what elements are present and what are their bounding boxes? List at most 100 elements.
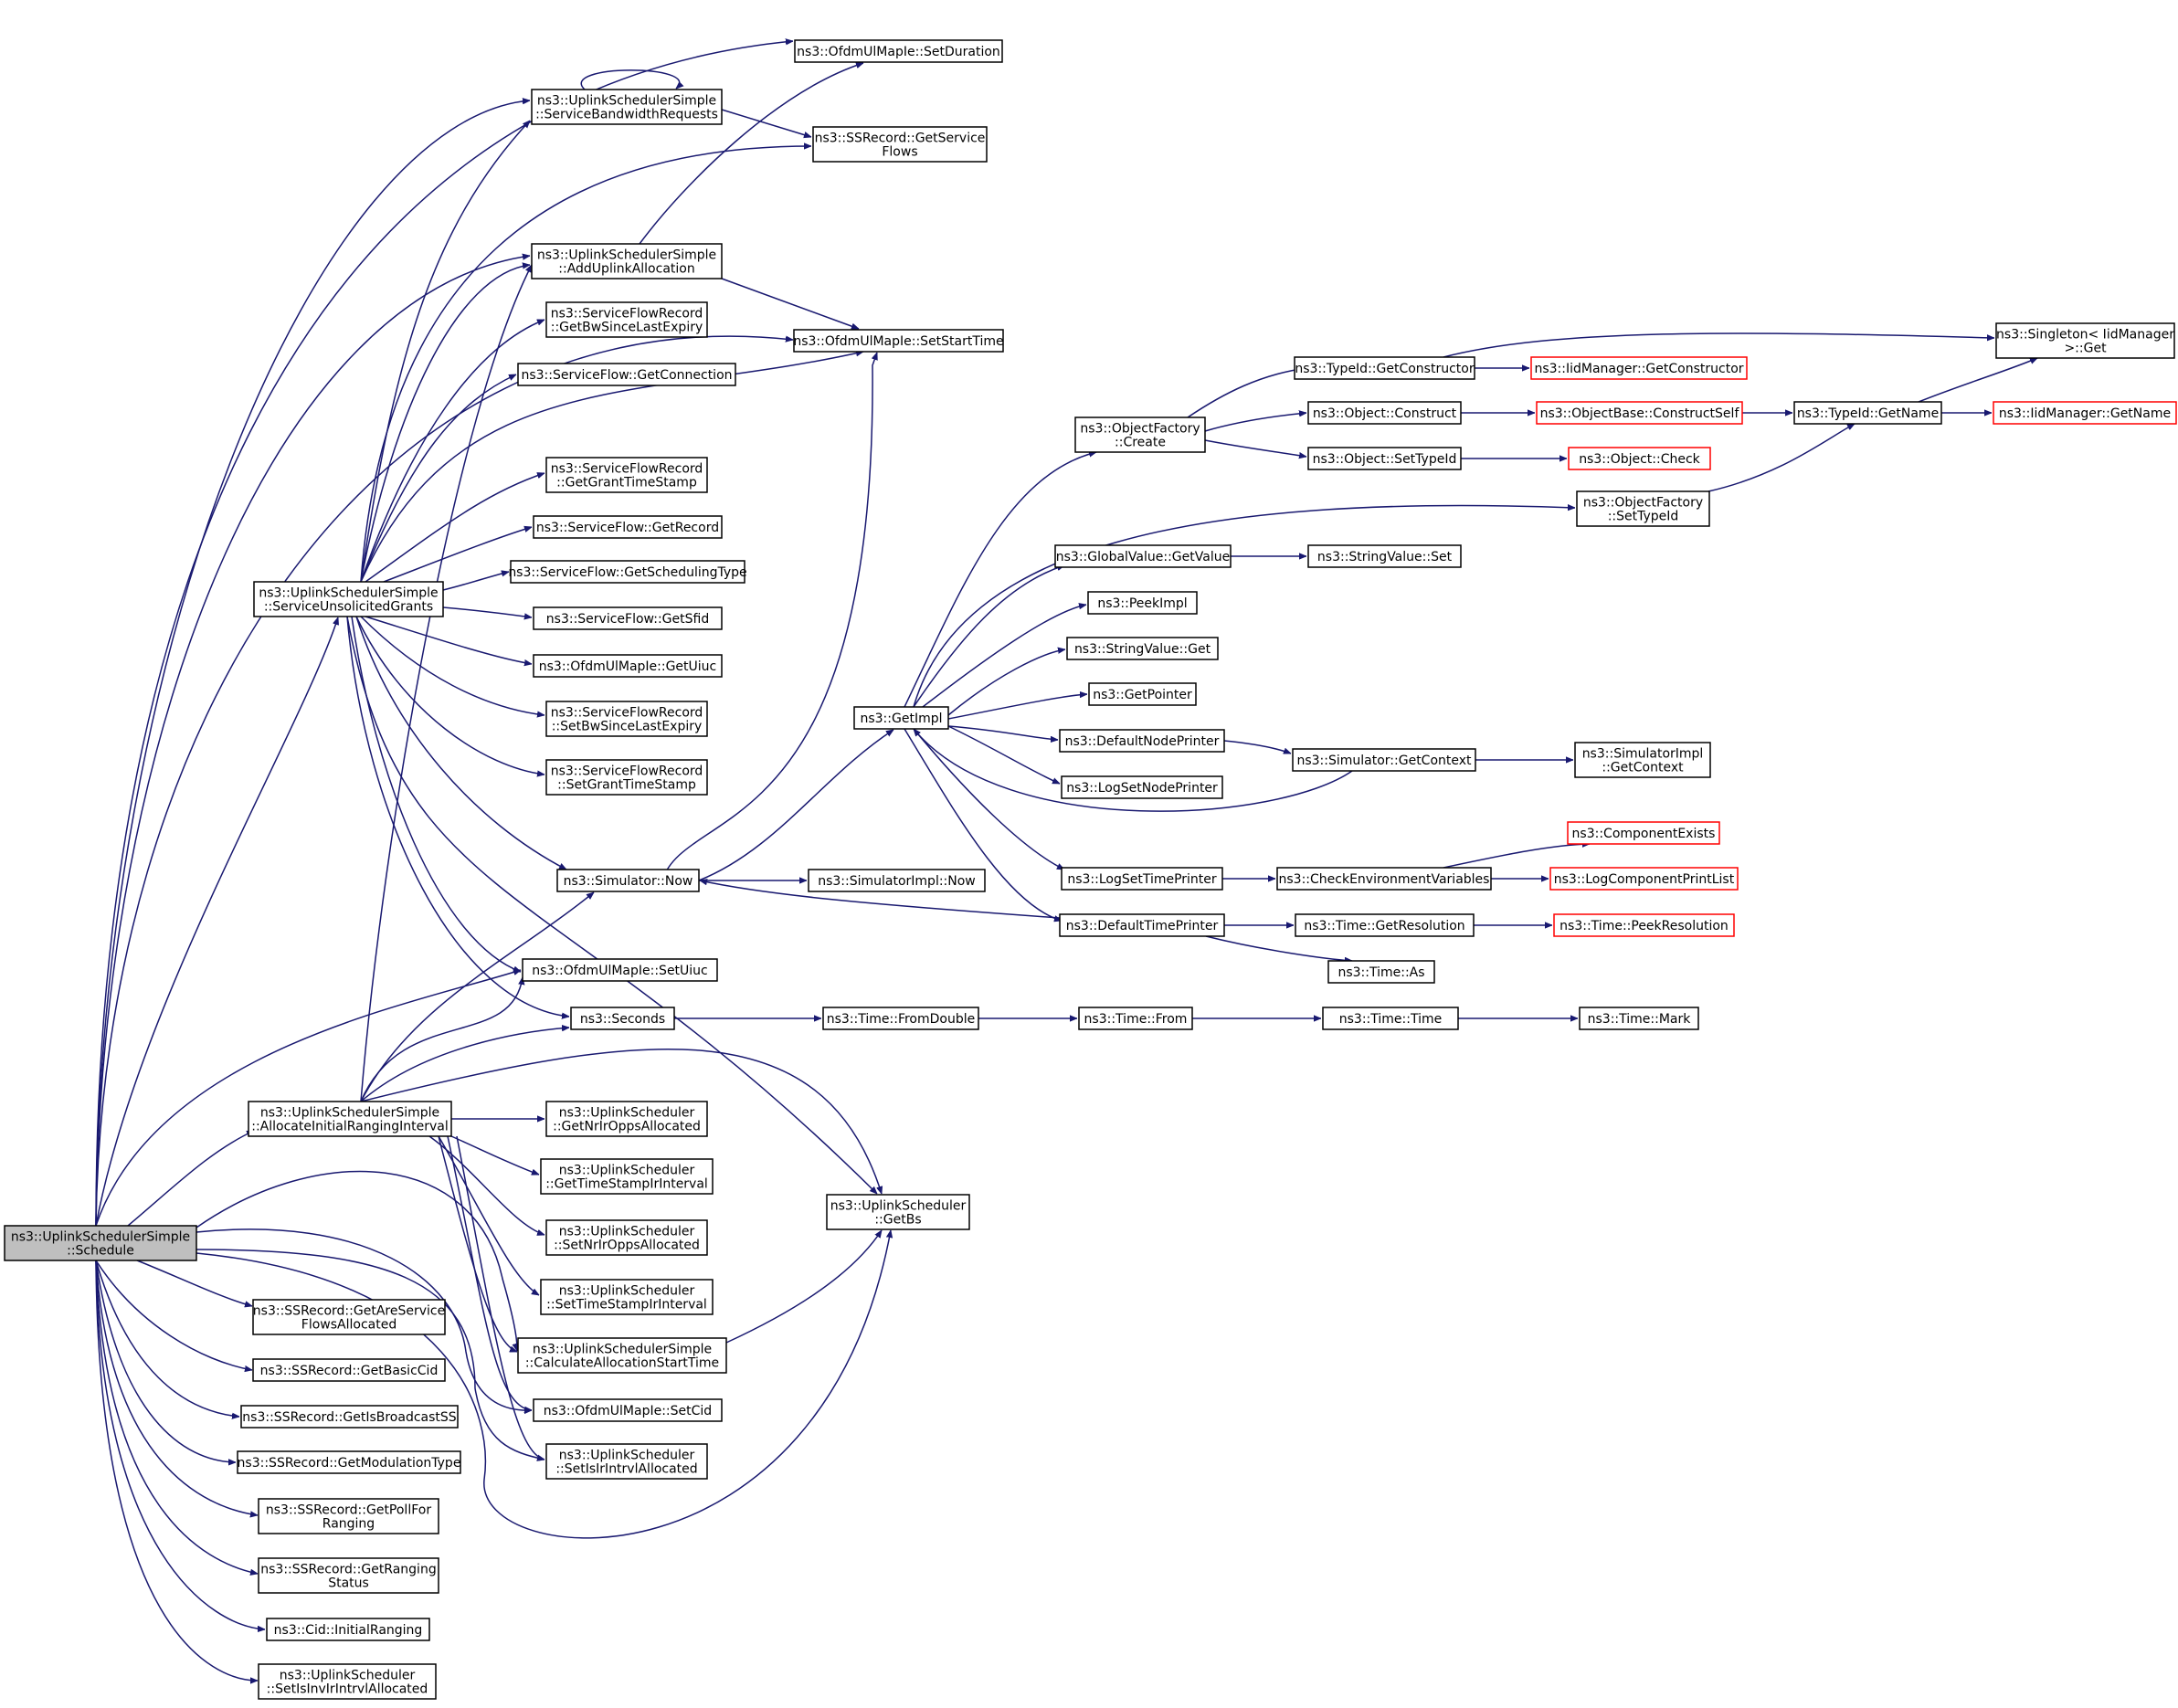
node-timeMark[interactable]: ns3::Time::Mark — [1579, 1007, 1699, 1030]
node-getSchedType[interactable]: ns3::ServiceFlow::GetSchedulingType — [508, 560, 747, 584]
node-setTsIr[interactable]: ns3::UplinkScheduler::SetTimeStampIrInte… — [540, 1279, 714, 1315]
call-edge-to-setGrantTs — [355, 616, 544, 775]
node-typeIdGetCtor[interactable]: ns3::TypeId::GetConstructor — [1294, 356, 1475, 380]
node-getConnection[interactable]: ns3::ServiceFlow::GetConnection — [517, 363, 736, 386]
node-setUiuc[interactable]: ns3::OfdmUlMapIe::SetUiuc — [522, 958, 718, 982]
node-label: ns3::DefaultTimePrinter — [1066, 919, 1219, 933]
node-simGetContext[interactable]: ns3::Simulator::GetContext — [1292, 748, 1476, 772]
node-getRecord[interactable]: ns3::ServiceFlow::GetRecord — [533, 515, 723, 539]
call-edge-to-getServiceFlows — [721, 109, 811, 137]
node-box — [1307, 401, 1462, 425]
node-logSetTime[interactable]: ns3::LogSetTimePrinter — [1061, 867, 1223, 891]
node-checkEnv[interactable]: ns3::CheckEnvironmentVariables — [1276, 867, 1492, 891]
node-getGrantTs[interactable]: ns3::ServiceFlowRecord::GetGrantTimeStam… — [545, 457, 708, 493]
node-box — [510, 560, 745, 584]
node-label: ns3::OfdmUlMapIe::SetUiuc — [532, 964, 708, 978]
node-typeIdGetName[interactable]: ns3::TypeId::GetName — [1793, 401, 1942, 425]
node-timeGetRes[interactable]: ns3::Time::GetResolution — [1295, 913, 1475, 937]
node-calcAlloc[interactable]: ns3::UplinkSchedulerSimple::CalculateAll… — [517, 1337, 727, 1374]
node-iidGetName[interactable]: ns3::IidManager::GetName — [1993, 401, 2177, 425]
call-edge-to-setIsIr — [196, 1249, 544, 1460]
call-edge-to-getSchedType — [442, 572, 509, 591]
node-setIsIr[interactable]: ns3::UplinkScheduler::SetIsIrIntrvlAlloc… — [545, 1443, 708, 1480]
node-getTsIr[interactable]: ns3::UplinkScheduler::GetTimeStampIrInte… — [540, 1158, 714, 1195]
call-edge-to-getBasicCid — [95, 1260, 252, 1370]
node-box — [808, 869, 986, 892]
node-label: ns3::Object::Check — [1579, 452, 1700, 467]
node-initialRanging[interactable]: ns3::Cid::InitialRanging — [266, 1618, 430, 1641]
call-edge-to-getRecord — [383, 527, 532, 583]
node-setGrantTs[interactable]: ns3::ServiceFlowRecord::SetGrantTimeStam… — [545, 759, 708, 796]
node-setBwSince[interactable]: ns3::ServiceFlowRecord::SetBwSinceLastEx… — [545, 701, 708, 737]
node-setCid[interactable]: ns3::OfdmUlMapIe::SetCid — [533, 1398, 723, 1422]
node-getNrIr[interactable]: ns3::UplinkScheduler::GetNrIrOppsAllocat… — [545, 1101, 708, 1137]
node-compExists[interactable]: ns3::ComponentExists — [1567, 821, 1720, 845]
node-setStartTime[interactable]: ns3::OfdmUlMapIe::SetStartTime — [793, 329, 1004, 353]
node-simImplGetContext[interactable]: ns3::SimulatorImpl::GetContext — [1574, 742, 1711, 778]
node-timePeekRes[interactable]: ns3::Time::PeekResolution — [1553, 913, 1735, 937]
node-logSetNode[interactable]: ns3::LogSetNodePrinter — [1061, 775, 1223, 799]
node-svGet[interactable]: ns3::StringValue::Get — [1066, 637, 1219, 660]
node-singletonGet[interactable]: ns3::Singleton< IidManager >::Get — [1995, 322, 2175, 359]
node-setNrIr[interactable]: ns3::UplinkScheduler::SetNrIrOppsAllocat… — [545, 1219, 708, 1256]
node-setDuration[interactable]: ns3::OfdmUlMapIe::SetDuration — [794, 39, 1003, 63]
node-addUplink[interactable]: ns3::UplinkSchedulerSimple::AddUplinkAll… — [531, 243, 723, 279]
node-box — [1074, 416, 1206, 453]
node-allocInit[interactable]: ns3::UplinkSchedulerSimple::AllocateInit… — [248, 1101, 452, 1137]
node-label: ns3::Object::Construct — [1313, 406, 1457, 421]
node-getSfid[interactable]: ns3::ServiceFlow::GetSfid — [533, 606, 723, 630]
node-label: ns3::OfdmUlMapIe::SetDuration — [797, 45, 1000, 59]
node-serviceBw[interactable]: ns3::UplinkSchedulerSimple::ServiceBandw… — [531, 89, 723, 125]
node-label: ns3::ServiceFlow::GetRecord — [536, 521, 719, 535]
node-schedule[interactable]: ns3::UplinkSchedulerSimple::Schedule — [4, 1225, 197, 1261]
node-box — [822, 1007, 979, 1030]
node-getBs[interactable]: ns3::UplinkScheduler::GetBs — [826, 1194, 970, 1230]
node-getIsBcast[interactable]: ns3::SSRecord::GetIsBroadcastSS — [240, 1405, 459, 1429]
node-label: ns3::DefaultNodePrinter — [1065, 734, 1220, 749]
node-label: ns3::Time::From — [1084, 1012, 1188, 1027]
node-timeAs[interactable]: ns3::Time::As — [1327, 960, 1435, 984]
node-objCheck[interactable]: ns3::Object::Check — [1568, 447, 1711, 470]
node-objBaseConstruct[interactable]: ns3::ObjectBase::ConstructSelf — [1536, 401, 1743, 425]
node-label: ns3::SSRecord::GetPollFor — [266, 1503, 431, 1518]
call-edge-to-getIsBcast — [95, 1260, 239, 1417]
call-edge-to-setUiuc — [360, 977, 523, 1102]
node-timeFrom[interactable]: ns3::Time::From — [1078, 1007, 1193, 1030]
node-gvGetValue[interactable]: ns3::GlobalValue::GetValue — [1054, 544, 1232, 568]
node-setIsInvIr[interactable]: ns3::UplinkScheduler::SetIsInvIrIntrvlAl… — [258, 1663, 437, 1700]
node-box — [1553, 913, 1735, 937]
node-ofSetTypeId[interactable]: ns3::ObjectFactory::SetTypeId — [1576, 490, 1710, 527]
node-label: ::SetIsIrIntrvlAllocated — [555, 1462, 697, 1477]
node-peekImpl[interactable]: ns3::PeekImpl — [1087, 591, 1198, 615]
node-objFactoryCreate[interactable]: ns3::ObjectFactory::Create — [1074, 416, 1206, 453]
node-serviceUnsol[interactable]: ns3::UplinkSchedulerSimple::ServiceUnsol… — [253, 581, 444, 617]
node-defTimePrinter[interactable]: ns3::DefaultTimePrinter — [1059, 913, 1225, 937]
node-simImplNow[interactable]: ns3::SimulatorImpl::Now — [808, 869, 986, 892]
node-defNodePrinter[interactable]: ns3::DefaultNodePrinter — [1059, 729, 1225, 753]
node-timeTime[interactable]: ns3::Time::Time — [1322, 1007, 1459, 1030]
call-edge-to-getBs — [346, 616, 877, 1194]
node-seconds[interactable]: ns3::Seconds — [570, 1007, 675, 1030]
node-getBwSince[interactable]: ns3::ServiceFlowRecord::GetBwSinceLastEx… — [545, 301, 708, 338]
call-edge-to-setBwSince — [360, 616, 544, 715]
node-label: ::GetBs — [874, 1213, 921, 1228]
node-getModType[interactable]: ns3::SSRecord::GetModulationType — [237, 1450, 461, 1474]
node-box — [531, 89, 723, 125]
node-getImpl[interactable]: ns3::GetImpl — [853, 706, 949, 730]
node-objConstruct[interactable]: ns3::Object::Construct — [1307, 401, 1462, 425]
node-box — [1059, 913, 1225, 937]
node-getPointer[interactable]: ns3::GetPointer — [1088, 682, 1197, 706]
node-getUiuc[interactable]: ns3::OfdmUlMapIe::GetUiuc — [533, 654, 723, 678]
node-svSet[interactable]: ns3::StringValue::Set — [1307, 544, 1462, 568]
node-getBasicCid[interactable]: ns3::SSRecord::GetBasicCid — [252, 1358, 446, 1382]
node-objSetTypeId[interactable]: ns3::Object::SetTypeId — [1307, 447, 1462, 470]
call-edge-to-addUplink — [360, 265, 530, 583]
node-iidGetCtor[interactable]: ns3::IidManager::GetConstructor — [1530, 356, 1748, 380]
node-logCompPrint[interactable]: ns3::LogComponentPrintList — [1549, 867, 1739, 891]
node-getAreSvc[interactable]: ns3::SSRecord::GetAreServiceFlowsAllocat… — [252, 1299, 446, 1335]
node-simNow[interactable]: ns3::Simulator::Now — [556, 869, 700, 892]
node-fromDouble[interactable]: ns3::Time::FromDouble — [822, 1007, 979, 1030]
